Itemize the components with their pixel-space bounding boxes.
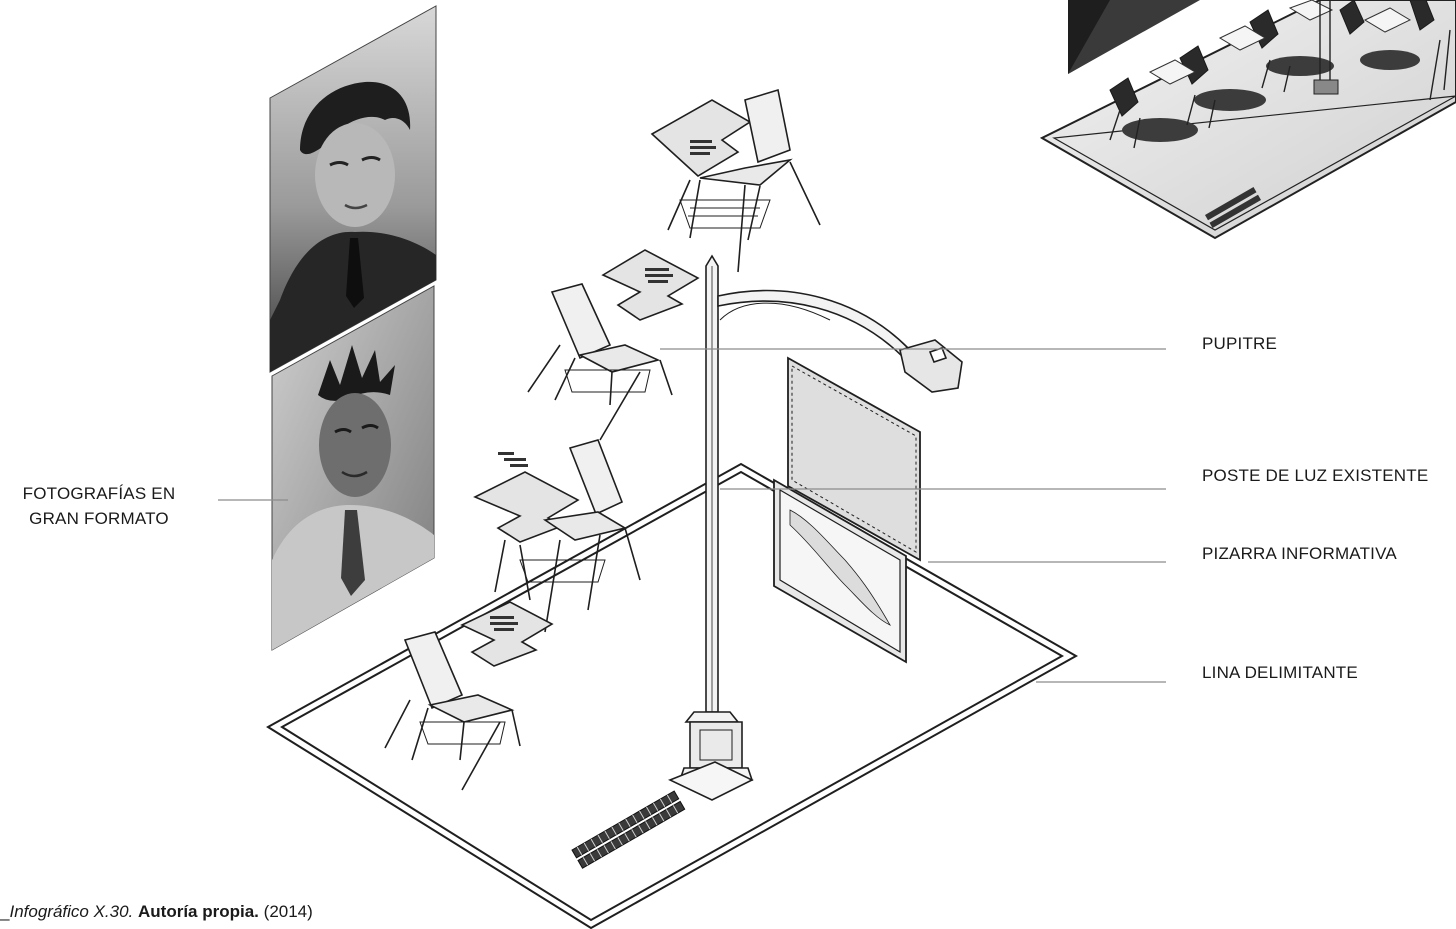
label-poste: POSTE DE LUZ EXISTENTE: [1202, 466, 1428, 486]
desk-1: [652, 90, 820, 272]
label-linea: LINA DELIMITANTE: [1202, 663, 1358, 683]
caption-author: Autoría propia.: [138, 902, 259, 921]
large-format-photographs: [270, 6, 436, 650]
label-photographs-line1: FOTOGRAFÍAS EN: [12, 481, 186, 506]
desk-2: [528, 250, 698, 440]
caption-figure: Infográfico X.30.: [9, 902, 133, 921]
label-pupitre: PUPITRE: [1202, 334, 1277, 354]
label-pizarra: PIZARRA INFORMATIVA: [1202, 544, 1397, 564]
thumbnail-installation: [1042, 0, 1456, 238]
figure-caption: _Infográfico X.30. Autoría propia. (2014…: [0, 902, 313, 922]
caption-year: (2014): [264, 902, 313, 921]
label-photographs: FOTOGRAFÍAS EN GRAN FORMATO: [12, 481, 186, 531]
label-photographs-line2: GRAN FORMATO: [12, 506, 186, 531]
